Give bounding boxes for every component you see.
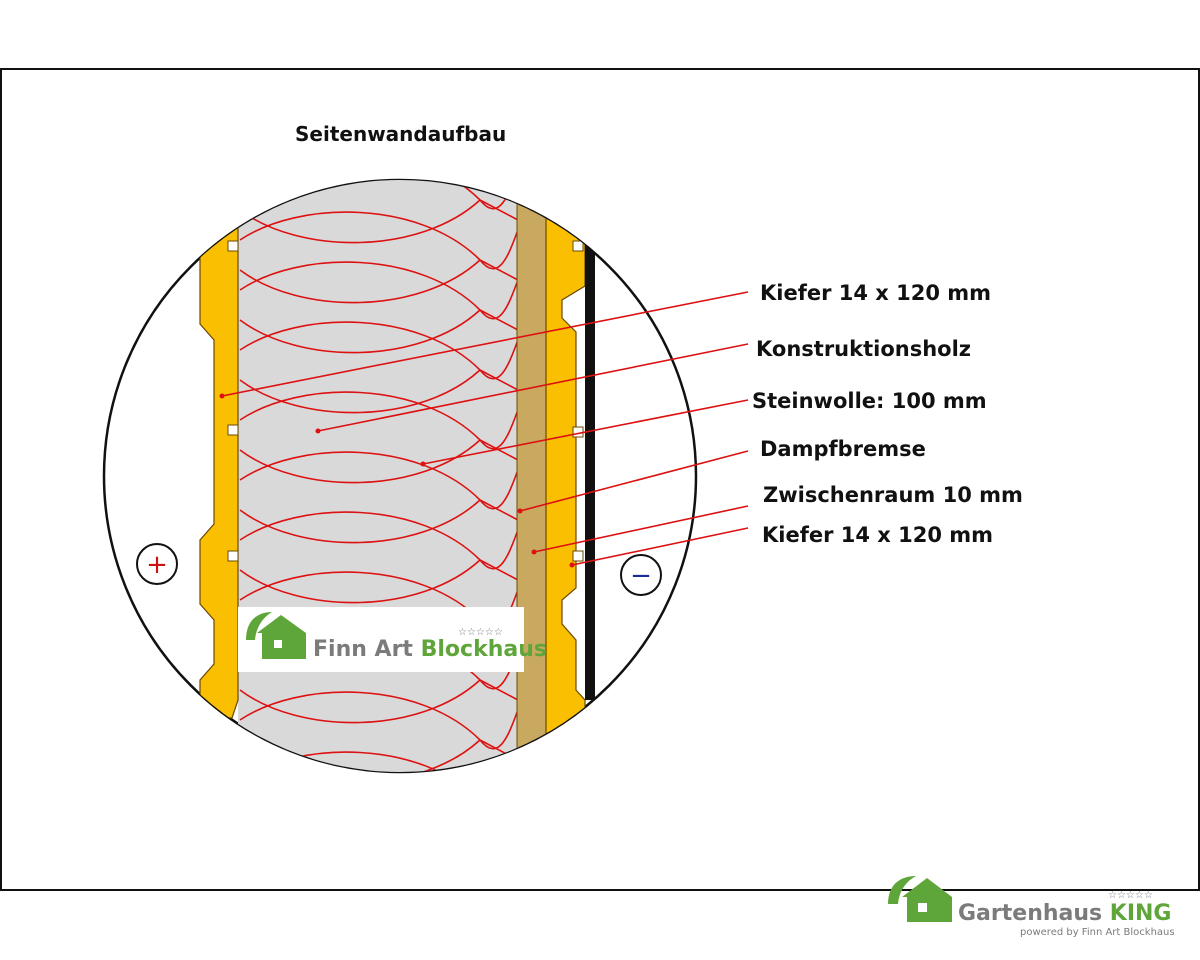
insulation-wave-4: [239, 321, 519, 414]
callout-line-1: [221, 291, 749, 397]
insulation-wave-2: [239, 211, 519, 304]
label-konstruktionsholz: Konstruktionsholz: [756, 337, 971, 361]
outer-pine-boards: [545, 180, 586, 772]
insulation-wave-6: [239, 451, 519, 544]
corner-logo-tagline: powered by Finn Art Blockhaus: [1020, 927, 1175, 938]
callout-dots: [219, 393, 575, 568]
outside-marker: [620, 554, 662, 596]
diagram-frame: [0, 68, 1200, 891]
joint-mark-3: [227, 550, 239, 562]
insulation-layer: [238, 180, 518, 772]
corner-logo-stars: ☆☆☆☆☆: [1108, 890, 1153, 901]
vapor-barrier-layer: [516, 180, 547, 772]
logo-text: Finn Art Blockhaus: [313, 637, 547, 662]
joint-mark-6: [572, 550, 584, 562]
diagram-title: Seitenwandaufbau: [295, 122, 506, 146]
corner-logo-king: KING: [1110, 901, 1172, 926]
label-zwischenraum: Zwischenraum 10 mm: [763, 483, 1023, 507]
house-icon: [257, 615, 306, 659]
corner-leaf-icon: [888, 876, 916, 904]
callout-dot-3: [420, 461, 426, 467]
minus-icon: −: [630, 561, 652, 591]
outer-membrane: [585, 245, 595, 700]
leaf-icon: [246, 612, 272, 640]
joint-mark-2: [227, 424, 239, 436]
board-joints: [227, 240, 584, 562]
finn-art-logo: Finn Art Blockhaus ☆☆☆☆☆: [238, 607, 547, 672]
wall-section: [199, 180, 595, 772]
callout-line-2: [317, 343, 749, 432]
house-window-icon: [274, 640, 282, 648]
callout-dot-5: [531, 549, 537, 555]
plus-icon: +: [146, 550, 168, 580]
label-dampfbremse: Dampfbremse: [760, 437, 926, 461]
corner-logo-gartenhaus: Gartenhaus: [958, 901, 1110, 926]
callout-dot-1: [219, 393, 225, 399]
joint-mark-4: [572, 240, 584, 252]
logo-text-blockhaus: Blockhaus: [421, 637, 547, 662]
corner-logo-text: Gartenhaus KING: [958, 901, 1171, 926]
logo-text-finn-art: Finn Art: [313, 637, 421, 662]
callout-lines: [221, 291, 749, 566]
inside-marker: [136, 543, 178, 585]
callout-line-4: [519, 450, 749, 512]
corner-house-window-icon: [918, 903, 927, 912]
callout-line-6: [571, 527, 749, 566]
label-kiefer-inner: Kiefer 14 x 120 mm: [760, 281, 991, 305]
logo-stars: ☆☆☆☆☆: [458, 627, 503, 638]
callout-line-3: [422, 399, 749, 465]
callout-dot-4: [517, 508, 523, 514]
insulation-wave-7: [239, 511, 519, 604]
callout-dot-2: [315, 428, 321, 434]
callout-dot-6: [569, 562, 575, 568]
label-steinwolle: Steinwolle: 100 mm: [752, 389, 987, 413]
label-kiefer-outer: Kiefer 14 x 120 mm: [762, 523, 993, 547]
insulation-wave-3: [239, 261, 519, 354]
callout-line-5: [533, 505, 749, 553]
joint-mark-1: [227, 240, 239, 252]
corner-house-icon: [902, 878, 952, 922]
gartenhaus-king-logo: Gartenhaus KING ☆☆☆☆☆ powered by Finn Ar…: [888, 876, 1175, 938]
